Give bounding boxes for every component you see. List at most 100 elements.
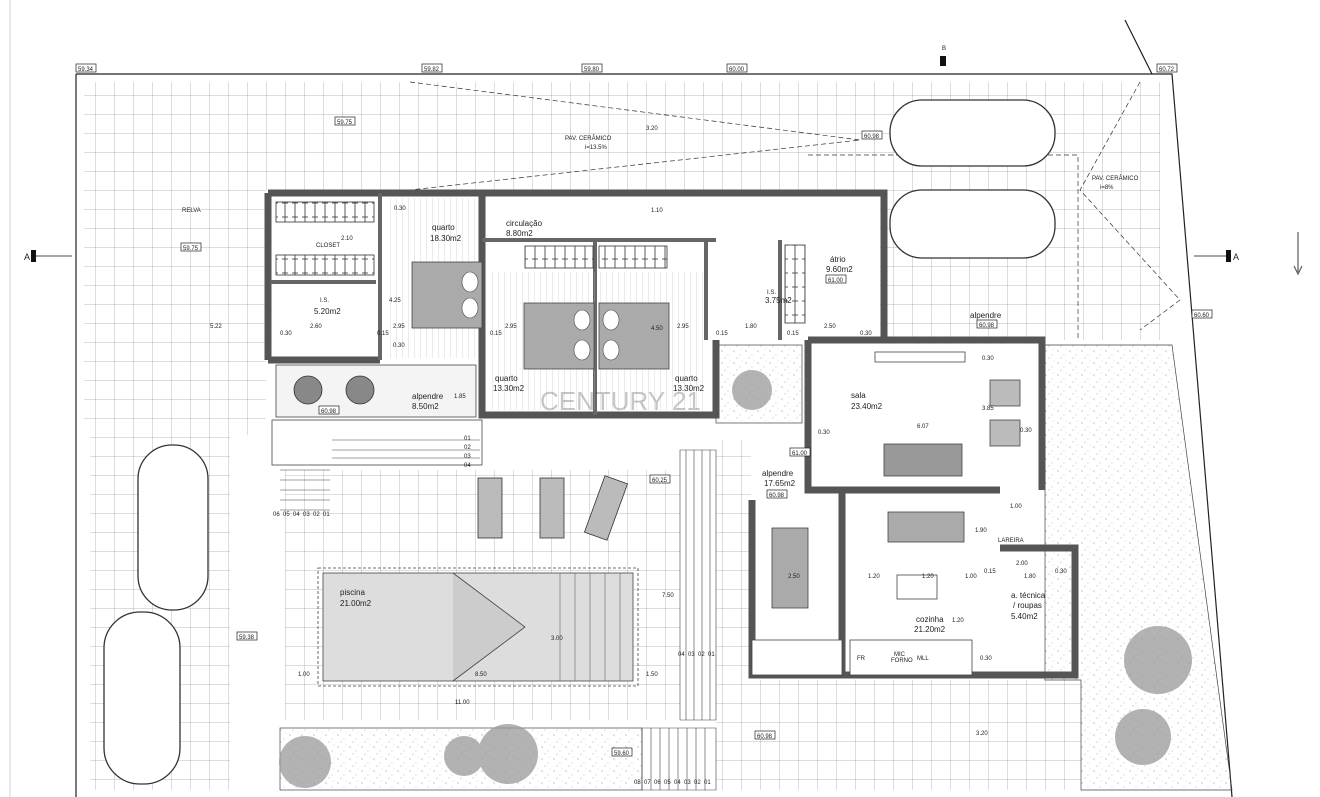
room-area: 8.50m2 (412, 402, 439, 411)
dimension: 2.50 (824, 324, 836, 330)
stair-step-number: 08 (634, 780, 641, 786)
room-name: alpendre (412, 392, 444, 401)
dimension: 5.22 (210, 324, 222, 330)
level-tag: 59.80 (584, 67, 600, 73)
stair-step-number: 03 (303, 512, 310, 518)
stair-step-number: 04 (674, 780, 681, 786)
room-name: / roupas (1013, 601, 1042, 610)
room-name: quarto (432, 223, 455, 232)
dimension: 0.30 (280, 331, 292, 337)
stair-step-number: 01 (708, 652, 715, 658)
level-tag: 60.98 (864, 134, 880, 140)
level-tag: 59.75 (183, 246, 199, 252)
room-area: 3.75m2 (765, 296, 792, 305)
room-area: 13.30m2 (493, 384, 525, 393)
level-tag: 59.82 (424, 67, 440, 73)
dimension: 7.50 (662, 593, 674, 599)
dimension: 0.30 (1055, 569, 1067, 575)
trees (279, 370, 1192, 788)
dimension: 3.00 (551, 636, 563, 642)
dimension: 1.80 (1024, 574, 1036, 580)
dimension: 3.20 (976, 731, 988, 737)
dimension-labels: 5.22 0.30 2.60 0.15 2.95 0.15 2.95 2.95 … (210, 126, 1067, 737)
cars (103, 99, 1056, 785)
alpendre-furniture (271, 364, 483, 466)
level-tag: 60.25 (652, 478, 668, 484)
stair-step-number: 04 (293, 512, 300, 518)
dimension: 1.00 (1010, 504, 1022, 510)
dimension: 11.00 (455, 700, 470, 706)
room-name: sala (851, 391, 866, 400)
dimension: 1.20 (922, 574, 934, 580)
stair-step-number: 05 (664, 780, 671, 786)
room-name: LAREIRA (998, 538, 1024, 544)
dimension: 0.15 (490, 331, 502, 337)
dimension: 1.10 (651, 208, 663, 214)
sun-loungers (477, 475, 629, 541)
appliance-label: FR (857, 656, 866, 662)
appliance-label: MLL (917, 656, 929, 662)
room-name: I.S. (767, 290, 776, 296)
room-area: 13.30m2 (673, 384, 705, 393)
dimension: 4.25 (389, 298, 401, 304)
dimension: 2.10 (341, 236, 353, 242)
room-name: a. técnica (1011, 591, 1046, 600)
dimension: 2.95 (393, 324, 405, 330)
room-name: circulação (506, 219, 543, 228)
level-tags: 59.34 59.82 59.80 60.00 60.72 59.75 59.7… (75, 63, 1213, 757)
stair-step-number: 03 (684, 780, 691, 786)
room-area: 5.40m2 (1011, 612, 1038, 621)
level-tag: 59.75 (337, 120, 353, 126)
room-name: alpendre (762, 469, 794, 478)
dimension: 1.50 (646, 672, 658, 678)
level-tag: 60.60 (1194, 313, 1210, 319)
room-name: átrio (830, 255, 846, 264)
room-area: 17.65m2 (764, 479, 796, 488)
dimension: 0.30 (393, 343, 405, 349)
dimension: 0.15 (716, 331, 728, 337)
pavement-slope: i=8% (1100, 185, 1114, 191)
kitchen-labels: FR MIC FORNO MLL (857, 652, 929, 664)
watermark: CENTURY 21 (540, 386, 701, 416)
dimension: 0.30 (394, 206, 406, 212)
stair-step-number: 07 (644, 780, 651, 786)
dimension: 1.90 (975, 528, 987, 534)
section-b-top: B (942, 46, 946, 52)
beds (411, 261, 670, 370)
pavement-title: PAV. CERÂMICO (565, 135, 612, 142)
dimension: 8.50 (475, 672, 487, 678)
sala-furniture (874, 351, 1021, 477)
pavement-labels: PAV. CERÂMICO i=13.5% PAV. CERÂMICO i=8%… (182, 135, 1139, 214)
dimension: 0.30 (818, 430, 830, 436)
dimension: 2.60 (310, 324, 322, 330)
dimension: 1.00 (298, 672, 310, 678)
room-name: quarto (495, 374, 518, 383)
dimension: 1.85 (454, 394, 466, 400)
pool (317, 567, 639, 687)
pavement-slope: i=13.5% (585, 145, 608, 151)
room-name: piscina (340, 588, 365, 597)
closet-wardrobes (275, 201, 806, 324)
dimension: 0.15 (984, 569, 996, 575)
stair-step-number: 01 (323, 512, 330, 518)
room-area: 18.30m2 (430, 234, 462, 243)
site-boundary (9, 0, 1233, 797)
dimension: 3.85 (982, 406, 994, 412)
level-tag: 61.00 (828, 278, 844, 284)
level-tag: 59.34 (78, 67, 94, 73)
section-markers (31, 56, 1303, 276)
room-name: quarto (675, 374, 698, 383)
level-tag: 60.98 (321, 409, 337, 415)
dimension: 0.15 (377, 331, 389, 337)
room-area: 5.20m2 (314, 307, 341, 316)
room-area: 23.40m2 (851, 402, 883, 411)
room-name: alpendre (970, 311, 1002, 320)
stair-step-number: 04 (678, 652, 685, 658)
stair-step-number: 01 (464, 436, 471, 442)
dining-tables (751, 511, 973, 676)
room-area: 9.60m2 (826, 265, 853, 274)
pavement-title: PAV. CERÂMICO (1092, 175, 1139, 182)
section-a-left: A (24, 252, 30, 262)
